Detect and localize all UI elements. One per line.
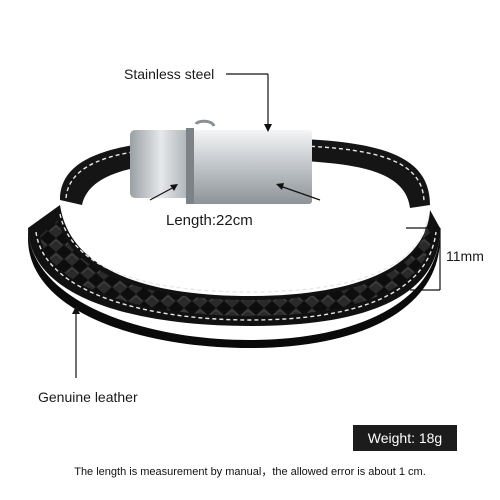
length-label: Length:22cm [166,212,253,229]
measurement-note: The length is measurement by manual，the … [74,466,426,478]
weight-badge: Weight: 18g [353,425,457,451]
bracelet-front-band [28,205,440,348]
stainless-steel-clasp [130,119,312,204]
stainless-steel-label: Stainless steel [124,66,215,82]
annotation-lines [72,73,441,378]
width-label: 11mm [446,248,484,264]
genuine-leather-label: Genuine leather [38,389,138,405]
